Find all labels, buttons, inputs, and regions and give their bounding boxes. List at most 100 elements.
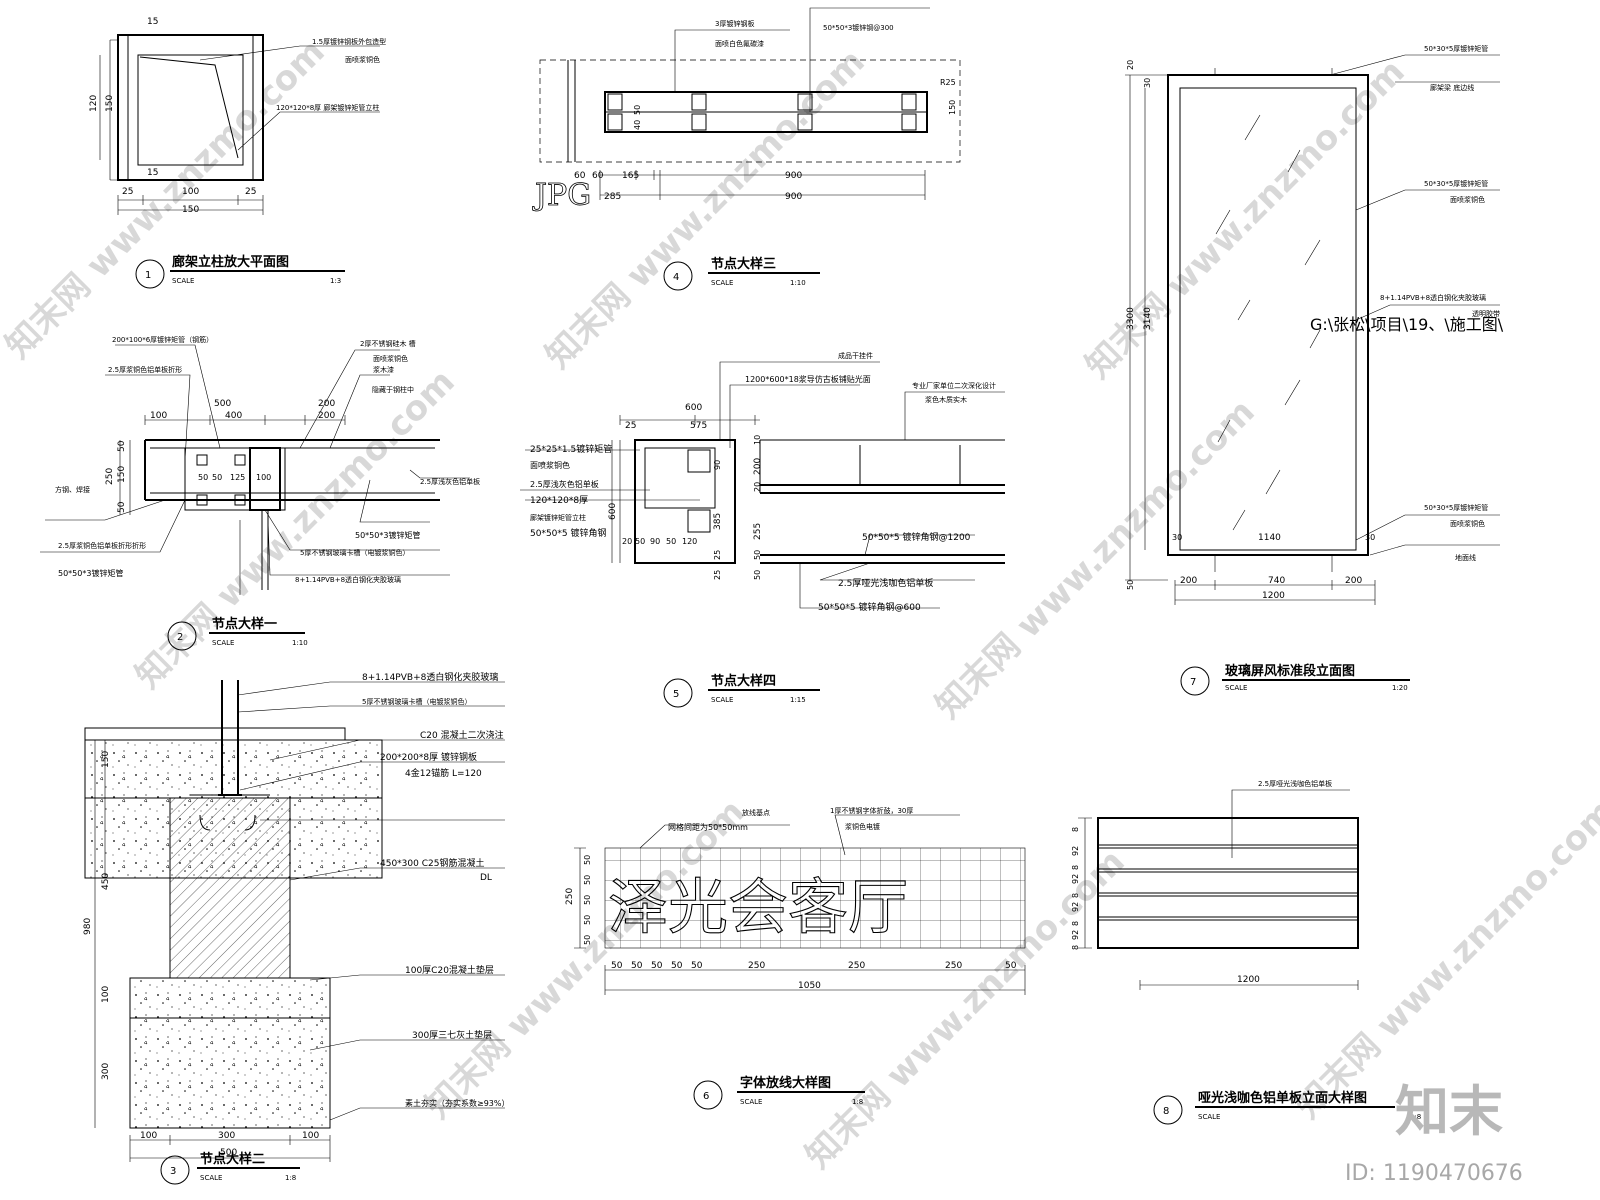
detail-number: 5 bbox=[673, 689, 679, 700]
detail-2: 100 500 400 200 200 50 250 150 50 50 50 … bbox=[40, 335, 480, 651]
annotation: 2.5厚浅灰色铝单板 bbox=[530, 479, 599, 489]
dim-lines bbox=[1078, 817, 1092, 949]
detail-badge bbox=[663, 261, 693, 291]
dim-label: 8 bbox=[1071, 865, 1080, 870]
tube bbox=[607, 93, 623, 111]
dim-label: 8 bbox=[1071, 827, 1080, 832]
annotation: 8+1.14PVB+8透白钢化夹胶玻璃 bbox=[1380, 293, 1486, 302]
detail-title: 玻璃屏风标准段立面图 bbox=[1225, 663, 1355, 679]
annotation: R25 bbox=[940, 78, 956, 87]
dim-label: 40 bbox=[633, 120, 642, 130]
dim-label: 385 bbox=[713, 513, 723, 530]
annotation: 3厚镀锌钢板 bbox=[715, 19, 754, 28]
dim-label: 100 bbox=[182, 187, 199, 197]
dim-label: 50 bbox=[117, 440, 127, 452]
scale-label: SCALE bbox=[1225, 684, 1247, 692]
detail-badge bbox=[135, 259, 165, 289]
dim-label: 250 bbox=[848, 961, 865, 971]
dim-label: 200 bbox=[318, 411, 335, 421]
annotation: 1200*600*18浆导仿古板铺贴光面 bbox=[745, 374, 871, 384]
annotation: 浆色木质实木 bbox=[925, 395, 967, 404]
annotation: 120*120*8厚 bbox=[530, 495, 588, 506]
dim-lines bbox=[129, 1135, 331, 1162]
dim-label: 900 bbox=[785, 171, 802, 181]
dim-label: 200 bbox=[1345, 576, 1362, 586]
leader-lines bbox=[674, 7, 930, 112]
tube bbox=[234, 494, 246, 506]
bench bbox=[759, 439, 1005, 493]
annotation: 放线基点 bbox=[742, 808, 770, 817]
dim-lines bbox=[611, 440, 621, 563]
annotation: 专业厂家单位二次深化设计 bbox=[912, 381, 996, 390]
annotation: DL bbox=[480, 873, 492, 883]
annotation: 1厚不锈钢字体折鼓，30厚 bbox=[830, 806, 913, 815]
detail-title: 节点大样一 bbox=[212, 616, 277, 632]
annotation: 120*120*8厚 廊架镀锌矩管立柱 bbox=[276, 103, 379, 112]
detail-badge bbox=[663, 678, 693, 708]
path-note: G:\张松\项目\19、\施工图\ bbox=[1310, 315, 1504, 334]
dim-label: 600 bbox=[608, 503, 618, 520]
detail-title: 节点大样四 bbox=[711, 673, 776, 689]
annotation: 1.5厚镀锌钢板外包造型 bbox=[312, 37, 386, 46]
detail-1: 15 120 150 15 25 100 25 150 1.5厚镀锌钢板外包造型… bbox=[89, 17, 386, 289]
dim-label: 50 bbox=[753, 570, 762, 580]
annotation: 50*30*5厚镀锌矩管 bbox=[1424, 503, 1488, 512]
annotation: 25*25*1.5镀锌矩管 bbox=[530, 443, 612, 455]
dim-label: 150 bbox=[101, 751, 111, 768]
cladding-lines bbox=[127, 35, 254, 180]
annotation: 200*100*6厚镀锌矩管（钢筋） bbox=[112, 335, 213, 344]
tube bbox=[196, 494, 208, 506]
detail-number: 2 bbox=[177, 632, 183, 643]
scale-value: 1:8 bbox=[285, 1174, 296, 1182]
c20-bed bbox=[129, 977, 331, 1019]
dim-lines bbox=[619, 415, 760, 425]
dim-label: 50 bbox=[583, 855, 592, 865]
scale-value: 1:10 bbox=[790, 279, 806, 287]
dim-label: 25 bbox=[713, 550, 722, 560]
scale-label: SCALE bbox=[172, 277, 194, 285]
dim-label: 92 bbox=[1071, 846, 1080, 856]
detail-number: 3 bbox=[170, 1166, 176, 1177]
scale-value: 1:8 bbox=[1410, 1113, 1421, 1121]
dim-label: 150 bbox=[105, 95, 115, 112]
detail-number: 6 bbox=[703, 1091, 709, 1102]
fold-line bbox=[139, 56, 239, 159]
detail-badge bbox=[167, 621, 197, 651]
dim-label: 50 bbox=[611, 961, 623, 971]
dim-lines bbox=[1125, 74, 1168, 581]
dim-label: 8 bbox=[1071, 921, 1080, 926]
dim-label: 50 bbox=[671, 961, 683, 971]
dim-label: 50 bbox=[631, 961, 643, 971]
annotation: 2.5厚浆铜色铝单板折形 bbox=[108, 365, 182, 374]
annotation: 透明胶带 bbox=[1472, 309, 1500, 318]
dim-label: 250 bbox=[105, 468, 115, 485]
steel-tube bbox=[184, 447, 286, 511]
annotation: 面喷浆铜色 bbox=[1450, 519, 1485, 528]
leader-lines bbox=[237, 681, 505, 1121]
dim-label: 250 bbox=[945, 961, 962, 971]
anchors bbox=[1214, 68, 1333, 572]
annotation: 5厚不锈钢玻璃卡槽（电镀浆铜色） bbox=[362, 697, 471, 706]
dim-label: 50 bbox=[583, 895, 592, 905]
annotation: 50*50*3镀锌矩管 bbox=[355, 530, 420, 540]
watermark-text: 知末网 www.znzmo.com bbox=[418, 792, 753, 1127]
annotation: 4金12锚筋 L=120 bbox=[405, 767, 482, 779]
detail-number: 8 bbox=[1163, 1106, 1169, 1117]
dim-label: 1200 bbox=[1237, 975, 1260, 985]
dim-label: 285 bbox=[604, 192, 621, 202]
detail-badge bbox=[1153, 1095, 1183, 1125]
detail-5: 600 575 25 600 385 255 200 10 90 20 25 5… bbox=[520, 351, 1005, 708]
dim-label: 20 bbox=[753, 482, 762, 492]
tube bbox=[797, 93, 813, 111]
dim-label: 50 bbox=[212, 473, 222, 482]
scale-value: 1:15 bbox=[790, 696, 806, 704]
tube bbox=[687, 449, 711, 473]
dim-label: 50 bbox=[651, 961, 663, 971]
watermark-text: 知末网 www.znzmo.com bbox=[1288, 792, 1600, 1127]
dim-label: 600 bbox=[685, 403, 702, 413]
dim-lines bbox=[599, 170, 926, 200]
beam-outline bbox=[144, 439, 440, 501]
dim-label: 90 bbox=[650, 537, 660, 546]
detail-badge bbox=[693, 1080, 723, 1110]
